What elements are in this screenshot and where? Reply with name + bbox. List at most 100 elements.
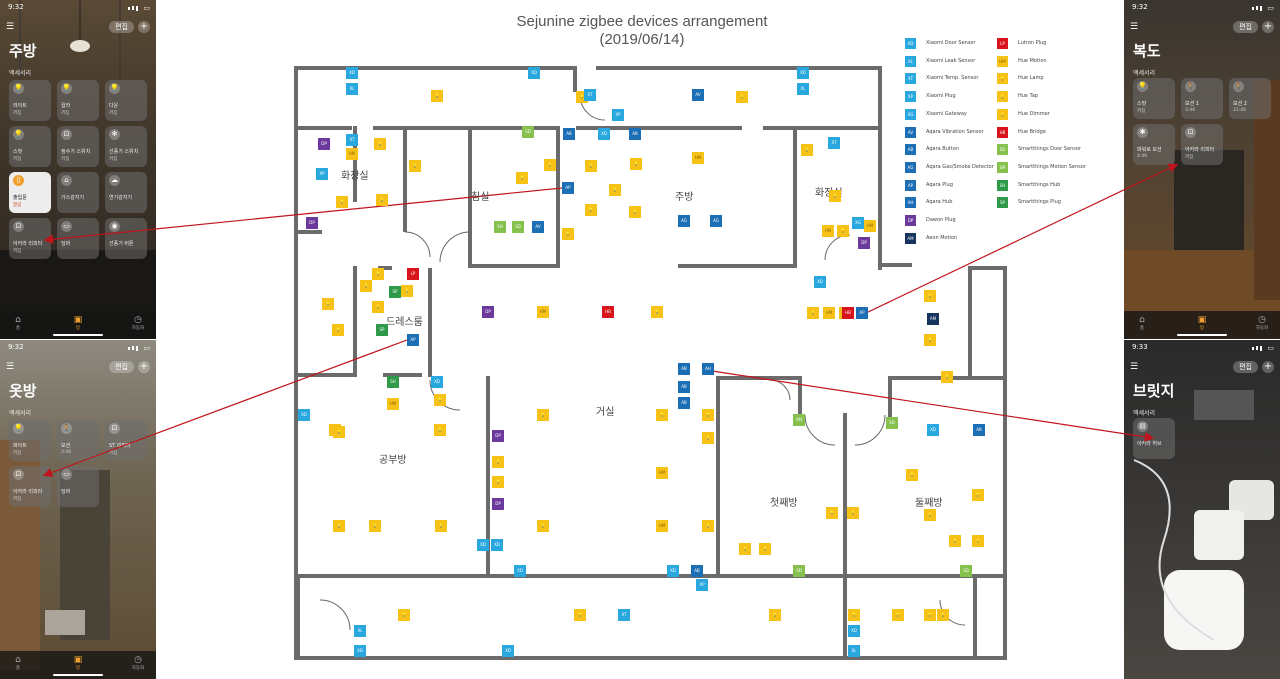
rooms-icon: ▣ — [73, 655, 83, 665]
edit-button[interactable]: 편집 — [1233, 361, 1258, 373]
accessory-tile[interactable]: ▤아카라 허브 — [1133, 418, 1175, 459]
tile-status: 꺼짐 — [13, 451, 22, 456]
device-marker: SD — [522, 126, 534, 138]
device-marker: HM — [823, 307, 835, 319]
device-marker: DP — [492, 430, 504, 442]
device-marker: 💡 — [585, 204, 597, 216]
legend-swatch: 💡 — [997, 108, 1008, 120]
device-marker: XD — [491, 539, 503, 551]
list-icon[interactable]: ☰ — [6, 22, 15, 32]
legend-swatch: SM — [997, 161, 1008, 173]
list-icon[interactable]: ☰ — [1130, 362, 1139, 372]
tab-rooms[interactable]: ▣방 — [63, 655, 93, 671]
room-label: 공부방 — [379, 455, 407, 466]
tile-name: 딤머 — [61, 489, 71, 495]
add-icon[interactable]: + — [138, 21, 150, 33]
room-label: 화장실 — [341, 171, 369, 182]
device-marker: 💡 — [807, 307, 819, 319]
legend-swatch: AG — [905, 161, 916, 173]
accessory-tile[interactable]: ◉선풍기 버튼 — [105, 218, 147, 259]
section-label: 액세서리 — [9, 70, 32, 77]
device-marker: 💡 — [434, 394, 446, 406]
device-marker: 💡 — [374, 138, 386, 150]
tab-home[interactable]: ⌂홈 — [3, 315, 33, 331]
tab-automation[interactable]: ◷자동화 — [123, 655, 153, 671]
device-marker: 💡 — [629, 206, 641, 218]
edit-button[interactable]: 편집 — [1233, 21, 1258, 33]
clock-icon: ◷ — [134, 655, 142, 665]
plug-icon: ⊡ — [61, 129, 72, 140]
device-marker: AB — [691, 565, 703, 577]
legend-label: Smartthings Door Sensor — [1018, 146, 1081, 153]
tile-status: 꺼짐 — [13, 497, 22, 502]
tile-status: 꺼짐 — [13, 249, 22, 254]
home-icon: ⌂ — [1139, 315, 1145, 325]
room-title: 옷방 — [9, 382, 37, 400]
device-marker: 💡 — [333, 520, 345, 532]
device-marker: SD — [793, 565, 805, 577]
tab-rooms[interactable]: ▣방 — [63, 315, 93, 331]
legend-swatch: SP — [997, 197, 1008, 209]
tile-name: 컵라 — [61, 103, 71, 109]
add-icon[interactable]: + — [1262, 21, 1274, 33]
device-marker: AM — [927, 313, 939, 325]
tab-rooms[interactable]: ▣방 — [1187, 315, 1217, 331]
room-label: 거실 — [596, 407, 615, 418]
device-marker: 💡 — [431, 90, 443, 102]
device-marker: XD — [927, 424, 939, 436]
device-marker: 💡 — [829, 190, 841, 202]
edit-button[interactable]: 편집 — [109, 361, 134, 373]
tile-status: 3:46 — [1185, 108, 1196, 113]
edit-button[interactable]: 편집 — [109, 21, 134, 33]
section-label: 액세서리 — [9, 410, 32, 417]
device-marker: 💡 — [736, 91, 748, 103]
diagram-title: Sejunine zigbee devices arrangement — [516, 13, 768, 30]
accessory-tile[interactable]: ☁연기감지기 — [105, 172, 147, 213]
device-marker: 💡 — [759, 543, 771, 555]
plug-icon: ⊡ — [13, 221, 24, 232]
add-icon[interactable]: + — [1262, 361, 1274, 373]
legend-label: Hue Motion — [1018, 57, 1047, 64]
list-icon[interactable]: ☰ — [6, 362, 15, 372]
device-marker: AP — [562, 182, 574, 194]
legend-label: Aeon Motion — [926, 234, 958, 241]
device-marker: 💡 — [492, 456, 504, 468]
tile-status: 꺼짐 — [109, 111, 118, 116]
legend-label: Xiaomi Temp. Sensor — [926, 75, 979, 82]
home-icon: ⌂ — [61, 175, 72, 186]
list-icon[interactable]: ☰ — [1130, 22, 1139, 32]
device-marker: SM — [793, 414, 805, 426]
add-icon[interactable]: + — [138, 361, 150, 373]
lamp-icon: 💡 — [13, 129, 24, 140]
tab-home[interactable]: ⌂홈 — [1127, 315, 1157, 331]
tab-automation[interactable]: ◷자동화 — [123, 315, 153, 331]
section-label: 액세서리 — [1133, 410, 1156, 417]
tab-home[interactable]: ⌂홈 — [3, 655, 33, 671]
tab-automation[interactable]: ◷자동화 — [1247, 315, 1277, 331]
walk-icon: 🚶 — [1185, 81, 1196, 92]
legend-swatch: XL — [905, 55, 916, 67]
device-marker: 💡 — [924, 609, 936, 621]
legend-label: Aqara Hub — [926, 199, 953, 206]
device-marker: HM — [692, 152, 704, 164]
accessory-tile[interactable]: ▭딤머 — [57, 466, 99, 507]
device-marker: XD — [354, 645, 366, 657]
accessory-tile[interactable]: ⌂가스감지기 — [57, 172, 99, 213]
